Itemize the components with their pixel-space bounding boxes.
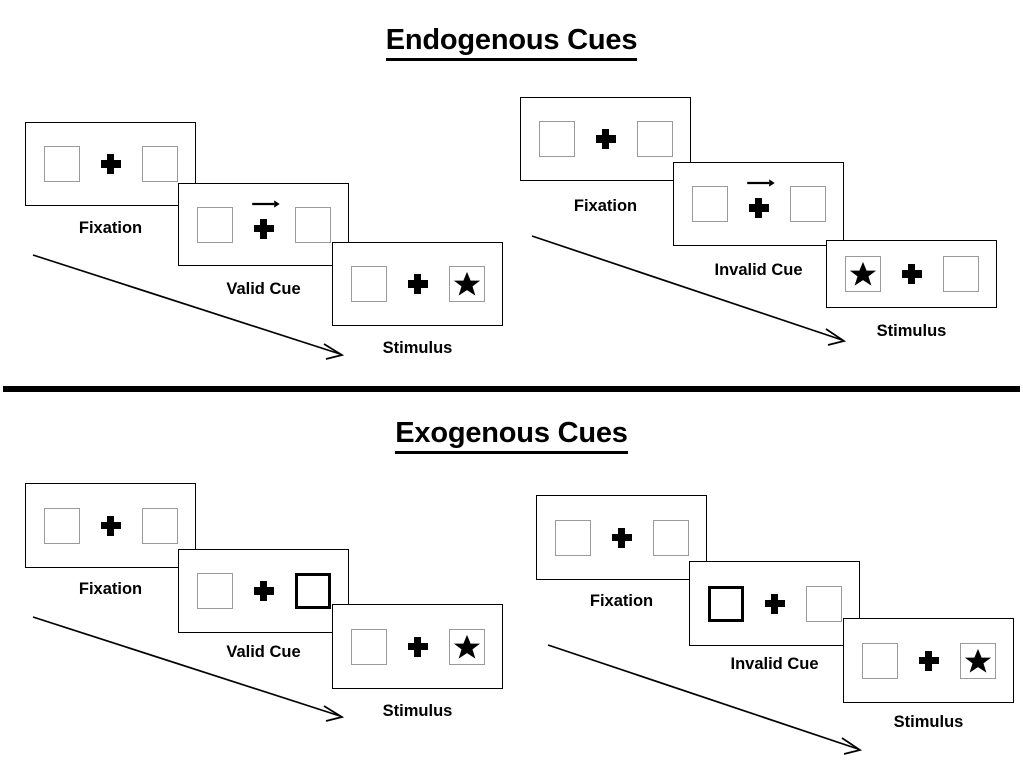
frame-exogenous-invalid-fixation bbox=[536, 495, 707, 580]
placeholder-box-right-target bbox=[448, 628, 485, 665]
placeholder-box-right bbox=[942, 256, 979, 292]
fixation-cross-wrap bbox=[762, 582, 788, 626]
fixation-cross-icon bbox=[100, 515, 121, 536]
placeholder-box-left bbox=[196, 206, 233, 243]
fixation-cross-wrap bbox=[609, 516, 635, 560]
placeholder-box-left bbox=[196, 573, 233, 609]
placeholder-box-left bbox=[554, 519, 591, 556]
placeholder-box-right bbox=[141, 146, 178, 182]
placeholder-box-right bbox=[141, 507, 178, 544]
frame-exogenous-invalid-stimulus bbox=[843, 618, 1014, 703]
fixation-cross-icon bbox=[100, 154, 121, 174]
placeholder-box-right-target bbox=[959, 642, 996, 679]
stage-label-exogenous-valid-cue: Valid Cue bbox=[226, 643, 301, 661]
stage-label-endogenous-valid-fixation: Fixation bbox=[78, 219, 143, 237]
fixation-cross-wrap bbox=[593, 117, 619, 161]
fixation-cross-wrap bbox=[899, 252, 925, 296]
placeholder-box-right-target bbox=[448, 266, 485, 302]
fixation-cross-wrap bbox=[98, 504, 124, 548]
fixation-cross-wrap bbox=[251, 199, 280, 247]
stage-label-endogenous-invalid-stimulus: Stimulus bbox=[876, 322, 947, 340]
frame-endogenous-invalid-stimulus bbox=[826, 240, 997, 308]
fixation-cross-icon bbox=[918, 650, 939, 671]
fixation-cross-icon bbox=[407, 274, 428, 294]
frame-endogenous-valid-fixation bbox=[25, 122, 196, 206]
placeholder-box-left bbox=[43, 507, 80, 544]
stage-label-endogenous-invalid-cue: Invalid Cue bbox=[714, 261, 803, 279]
fixation-cross-icon bbox=[764, 593, 785, 614]
fixation-cross-icon bbox=[407, 636, 428, 657]
frame-endogenous-valid-cue bbox=[178, 183, 349, 266]
fixation-cross-icon bbox=[611, 527, 632, 548]
frame-exogenous-valid-cue bbox=[178, 549, 349, 633]
placeholder-box-right bbox=[789, 186, 826, 222]
section-title-exogenous: Exogenous Cues bbox=[0, 417, 1023, 454]
placeholder-box-left bbox=[861, 642, 898, 679]
stage-label-exogenous-invalid-cue: Invalid Cue bbox=[730, 655, 819, 673]
arrow-right-cue-icon bbox=[746, 179, 775, 187]
section-title-endogenous-text: Endogenous Cues bbox=[385, 24, 637, 61]
fixation-cross-wrap bbox=[405, 262, 431, 306]
section-title-endogenous: Endogenous Cues bbox=[0, 24, 1023, 61]
section-divider bbox=[3, 386, 1020, 392]
fixation-cross-icon bbox=[901, 264, 922, 284]
star-icon bbox=[964, 648, 991, 673]
section-title-exogenous-text: Exogenous Cues bbox=[395, 417, 628, 454]
placeholder-box-right bbox=[805, 585, 842, 622]
placeholder-box-left bbox=[350, 266, 387, 302]
stage-label-exogenous-invalid-stimulus: Stimulus bbox=[893, 713, 964, 731]
placeholder-box-left bbox=[350, 628, 387, 665]
star-icon bbox=[453, 634, 480, 659]
stage-label-endogenous-valid-stimulus: Stimulus bbox=[382, 339, 453, 357]
frame-endogenous-invalid-fixation bbox=[520, 97, 691, 181]
stage-label-endogenous-valid-cue: Valid Cue bbox=[226, 280, 301, 298]
placeholder-box-right bbox=[294, 206, 331, 243]
fixation-cross-wrap bbox=[746, 179, 775, 226]
placeholder-box-right-cued bbox=[294, 573, 331, 609]
frame-exogenous-valid-fixation bbox=[25, 483, 196, 568]
placeholder-box-left bbox=[43, 146, 80, 182]
placeholder-box-right bbox=[636, 121, 673, 157]
fixation-cross-icon bbox=[253, 218, 274, 239]
frame-endogenous-invalid-cue bbox=[673, 162, 844, 246]
frame-endogenous-valid-stimulus bbox=[332, 242, 503, 326]
fixation-cross-wrap bbox=[98, 142, 124, 186]
placeholder-box-left bbox=[538, 121, 575, 157]
star-icon bbox=[849, 261, 876, 286]
fixation-cross-wrap bbox=[916, 639, 942, 683]
stage-label-endogenous-invalid-fixation: Fixation bbox=[573, 197, 638, 215]
placeholder-box-left-target bbox=[844, 256, 881, 292]
frame-exogenous-valid-stimulus bbox=[332, 604, 503, 689]
stage-label-exogenous-valid-stimulus: Stimulus bbox=[382, 702, 453, 720]
placeholder-box-right bbox=[652, 519, 689, 556]
fixation-cross-wrap bbox=[251, 569, 277, 613]
frame-exogenous-invalid-cue bbox=[689, 561, 860, 646]
placeholder-box-left-cued bbox=[707, 585, 744, 622]
stage-label-exogenous-valid-fixation: Fixation bbox=[78, 580, 143, 598]
time-arrow-endogenous-invalid bbox=[531, 235, 847, 346]
placeholder-box-left bbox=[691, 186, 728, 222]
star-icon bbox=[453, 271, 480, 296]
fixation-cross-icon bbox=[253, 581, 274, 601]
fixation-cross-icon bbox=[595, 129, 616, 149]
stage-label-exogenous-invalid-fixation: Fixation bbox=[589, 592, 654, 610]
fixation-cross-icon bbox=[748, 198, 769, 218]
arrow-right-cue-icon bbox=[251, 199, 280, 208]
fixation-cross-wrap bbox=[405, 625, 431, 669]
